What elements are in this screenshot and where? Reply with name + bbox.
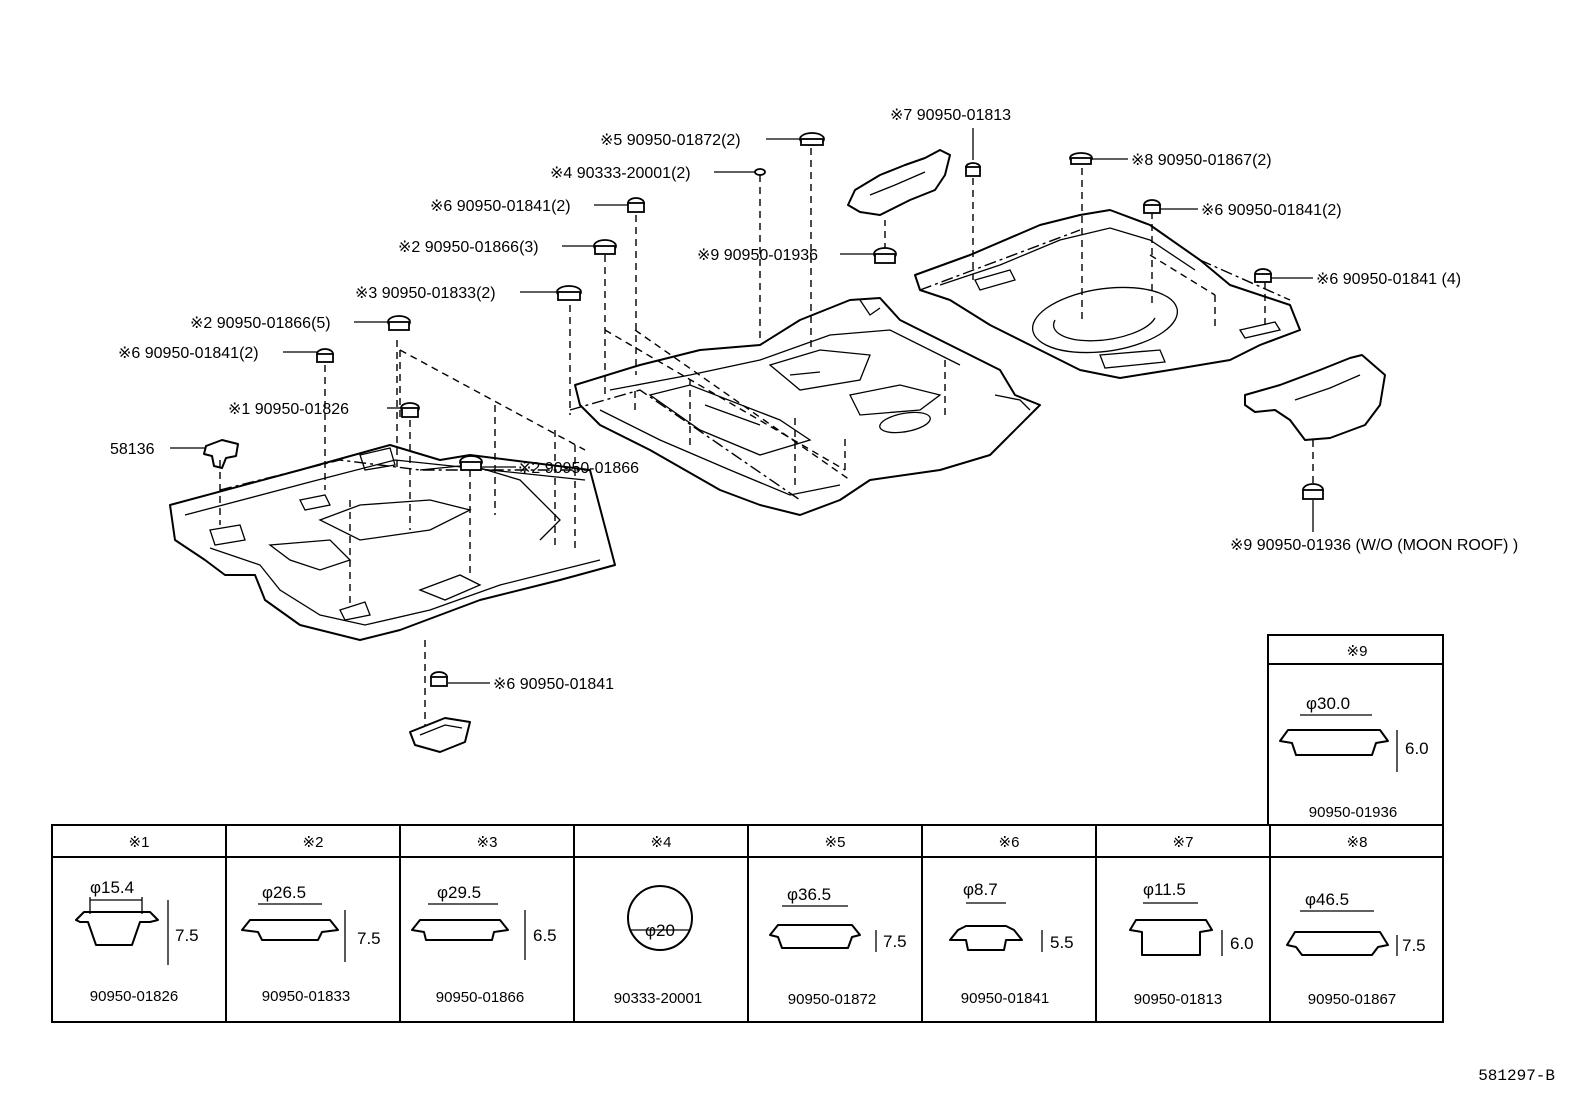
svg-text:φ26.5: φ26.5 (262, 883, 306, 902)
svg-text:90950-01833: 90950-01833 (262, 988, 350, 1005)
svg-text:90950-01841: 90950-01841 (961, 990, 1049, 1007)
svg-text:90950-01826: 90950-01826 (90, 988, 178, 1005)
svg-text:※9: ※9 (1347, 643, 1368, 660)
svg-text:※5: ※5 (825, 834, 846, 851)
svg-text:90333-20001: 90333-20001 (614, 990, 702, 1007)
plug-icon (430, 671, 448, 687)
leader-lines (170, 128, 1314, 684)
callout-90333-20001-2: ※4 90333-20001(2) (550, 165, 691, 182)
legend-cell-8: ※8 φ46.5 7.5 90950-01867 (1286, 834, 1426, 1008)
plug-icon (593, 239, 617, 255)
svg-text:φ8.7: φ8.7 (963, 880, 998, 899)
svg-text:90950-01866: 90950-01866 (436, 989, 524, 1006)
plug-icon (1302, 483, 1324, 500)
callout-90950-01936: ※9 90950-01936 (697, 247, 818, 264)
legend-cell-3: ※3 φ29.5 6.5 90950-01866 (411, 834, 557, 1006)
legend-cell-4: ※4 φ20 90333-20001 (614, 834, 702, 1007)
callout-90950-01841-2-b: ※6 90950-01841(2) (430, 198, 571, 215)
svg-text:※2: ※2 (303, 834, 324, 851)
plug-icon (459, 455, 483, 471)
plug-icon (400, 402, 420, 418)
plug-icon (754, 168, 766, 176)
svg-text:φ46.5: φ46.5 (1305, 890, 1349, 909)
svg-text:※4: ※4 (651, 834, 672, 851)
callout-90950-01866-3: ※2 90950-01866(3) (398, 239, 539, 256)
callout-labels: 58136 ※1 90950-01826 ※2 90950-01866(5) ※… (110, 107, 1518, 693)
plug-legend-table (51, 634, 1444, 1023)
svg-text:φ30.0: φ30.0 (1306, 694, 1350, 713)
legend-cell-9: ※9 φ30.0 6.0 90950-01936 (1279, 643, 1429, 821)
svg-text:※1: ※1 (129, 834, 150, 851)
callout-90950-01841-2-a: ※6 90950-01841(2) (118, 345, 259, 362)
svg-text:6.5: 6.5 (533, 926, 557, 945)
svg-text:5.5: 5.5 (1050, 933, 1074, 952)
svg-text:6.0: 6.0 (1405, 739, 1429, 758)
svg-text:※6: ※6 (999, 834, 1020, 851)
callout-90950-01872-2: ※5 90950-01872(2) (600, 132, 741, 149)
svg-text:7.5: 7.5 (1402, 936, 1426, 955)
drawing-reference-number: 581297-B (1478, 1067, 1555, 1085)
svg-text:90950-01813: 90950-01813 (1134, 991, 1222, 1008)
svg-text:※3: ※3 (477, 834, 498, 851)
diagram-plugs (316, 132, 1324, 687)
plug-icon (799, 132, 825, 146)
rear-floor-pan (914, 209, 1301, 379)
clip-58136 (203, 439, 239, 469)
callout-90950-01867-2: ※8 90950-01867(2) (1131, 152, 1272, 169)
plug-icon (556, 285, 582, 301)
assembly-dashdot-lines (219, 229, 1291, 501)
center-floor-pan (574, 297, 1041, 516)
svg-text:7.5: 7.5 (883, 932, 907, 951)
svg-text:φ20: φ20 (645, 921, 675, 940)
plug-icon (965, 162, 981, 177)
svg-text:φ36.5: φ36.5 (787, 885, 831, 904)
assembly-lines (219, 148, 1314, 725)
svg-text:※7: ※7 (1173, 834, 1194, 851)
callout-90950-01813: ※7 90950-01813 (890, 107, 1011, 124)
plug-icon (1143, 199, 1161, 214)
plug-icon (387, 315, 411, 331)
callout-90950-01841-4: ※6 90950-01841 (4) (1316, 271, 1461, 288)
rear-side-bracket (1244, 354, 1386, 441)
callout-90950-01936-moon-roof: ※9 90950-01936 (W/O (MOON ROOF) ) (1230, 537, 1518, 554)
callout-90950-01826: ※1 90950-01826 (228, 401, 349, 418)
svg-text:φ11.5: φ11.5 (1143, 880, 1186, 899)
callout-90950-01866: ※2 90950-01866 (518, 460, 639, 477)
plug-icon (316, 348, 334, 363)
svg-text:φ29.5: φ29.5 (437, 883, 481, 902)
lower-bracket (409, 717, 471, 753)
callout-90950-01841-2-c: ※6 90950-01841(2) (1201, 202, 1342, 219)
legend-cell-7: ※7 φ11.5 6.0 90950-01813 (1129, 834, 1254, 1008)
svg-text:6.0: 6.0 (1230, 934, 1254, 953)
svg-text:φ15.4: φ15.4 (90, 878, 134, 897)
legend-cell-1: ※1 φ15.4 7.5 90950-01826 (75, 834, 199, 1005)
svg-text:※8: ※8 (1347, 834, 1368, 851)
legend-cell-5: ※5 φ36.5 7.5 90950-01872 (769, 834, 907, 1008)
callout-58136: 58136 (110, 441, 155, 458)
svg-text:7.5: 7.5 (175, 926, 199, 945)
plug-icon (1254, 268, 1272, 283)
svg-text:90950-01936: 90950-01936 (1309, 804, 1397, 821)
svg-text:90950-01867: 90950-01867 (1308, 991, 1396, 1008)
callout-90950-01833-2: ※3 90950-01833(2) (355, 285, 496, 302)
callout-90950-01866-5: ※2 90950-01866(5) (190, 315, 331, 332)
svg-text:90950-01872: 90950-01872 (788, 991, 876, 1008)
plug-icon (873, 247, 897, 264)
callout-90950-01841: ※6 90950-01841 (493, 676, 614, 693)
plug-icon (1069, 152, 1093, 165)
plug-icon (627, 197, 645, 213)
legend-cell-2: ※2 φ26.5 7.5 90950-01833 (241, 834, 381, 1005)
svg-text:7.5: 7.5 (357, 929, 381, 948)
legend-cell-6: ※6 φ8.7 5.5 90950-01841 (949, 834, 1074, 1007)
upper-bracket (847, 149, 951, 216)
